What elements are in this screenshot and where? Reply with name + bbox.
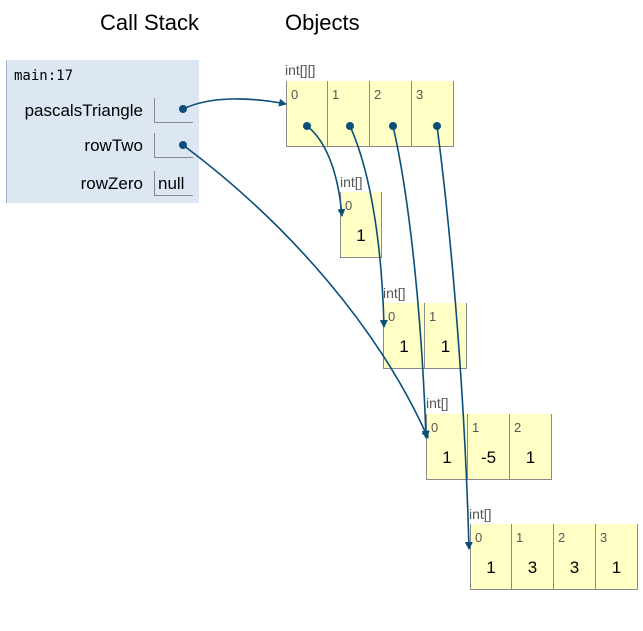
cell-index: 0 bbox=[475, 530, 483, 545]
array-cell: 3 bbox=[412, 81, 454, 147]
cell-index: 1 bbox=[516, 530, 524, 545]
cell-index: 0 bbox=[291, 87, 299, 102]
pointer-dot bbox=[346, 122, 354, 130]
pointer-arrow bbox=[349, 125, 388, 328]
cell-index: 1 bbox=[429, 309, 437, 324]
pointer-dot bbox=[389, 122, 397, 130]
cell-value: 1 bbox=[356, 226, 366, 245]
object-type-label: int[] bbox=[469, 506, 492, 522]
pointer-arrow bbox=[306, 125, 346, 217]
pointer-arrow bbox=[182, 98, 287, 110]
pointer-dot bbox=[433, 122, 441, 130]
pointer-arrow bbox=[392, 125, 430, 439]
cell-index: 0 bbox=[431, 420, 439, 435]
object-outer-array[interactable]: 0 1 2 3 bbox=[286, 81, 454, 147]
frame-title: main:17 bbox=[14, 68, 74, 84]
call-stack-heading: Call Stack bbox=[100, 10, 200, 35]
variable-name: rowTwo bbox=[84, 136, 143, 155]
object-type-label: int[][] bbox=[285, 62, 316, 78]
pointer-arrow bbox=[182, 144, 429, 439]
cell-value: 1 bbox=[611, 558, 622, 577]
cell-index: 2 bbox=[558, 530, 566, 545]
reference-box[interactable] bbox=[154, 133, 193, 158]
variable-rowZero: rowZero null bbox=[7, 171, 199, 199]
variable-rowTwo: rowTwo bbox=[7, 133, 199, 161]
variable-name: rowZero bbox=[80, 174, 143, 193]
cell-value: 1 bbox=[440, 337, 451, 356]
cell-index: 0 bbox=[388, 309, 396, 324]
cell-value: 1 bbox=[525, 448, 536, 467]
reference-box[interactable] bbox=[154, 98, 193, 123]
cell-index: 3 bbox=[600, 530, 608, 545]
pointer-arrow bbox=[436, 125, 473, 550]
variable-pascalsTriangle: pascalsTriangle bbox=[7, 98, 199, 126]
object-type-label: int[] bbox=[383, 285, 406, 301]
object-type-label: int[] bbox=[340, 174, 363, 190]
cell-index: 3 bbox=[416, 87, 424, 102]
array-cell: 1-5 bbox=[468, 414, 510, 480]
stack-frame: main:17 pascalsTriangle rowTwo rowZero n… bbox=[6, 60, 199, 203]
value-box[interactable]: null bbox=[154, 171, 193, 196]
cell-value: 1 bbox=[399, 337, 409, 356]
array-cell: 1 bbox=[328, 81, 370, 147]
cell-value: 3 bbox=[527, 558, 538, 577]
array-cell: 0 bbox=[286, 81, 328, 147]
cell-index: 1 bbox=[472, 420, 480, 435]
objects-heading: Objects bbox=[285, 10, 360, 35]
pointer-dot bbox=[179, 105, 187, 113]
cell-index: 0 bbox=[345, 198, 353, 213]
cell-index: 2 bbox=[514, 420, 522, 435]
object-type-label: int[] bbox=[426, 395, 449, 411]
array-cell: 2 bbox=[370, 81, 412, 147]
pointer-dot bbox=[179, 141, 187, 149]
pointer-dot bbox=[303, 122, 311, 130]
cell-index: 1 bbox=[332, 87, 340, 102]
cell-index: 2 bbox=[374, 87, 382, 102]
cell-value: 1 bbox=[486, 558, 496, 577]
variable-value: null bbox=[158, 174, 185, 193]
cell-value: 3 bbox=[569, 558, 580, 577]
cell-value: -5 bbox=[480, 448, 497, 467]
variable-name: pascalsTriangle bbox=[24, 101, 143, 120]
cell-value: 1 bbox=[442, 448, 452, 467]
